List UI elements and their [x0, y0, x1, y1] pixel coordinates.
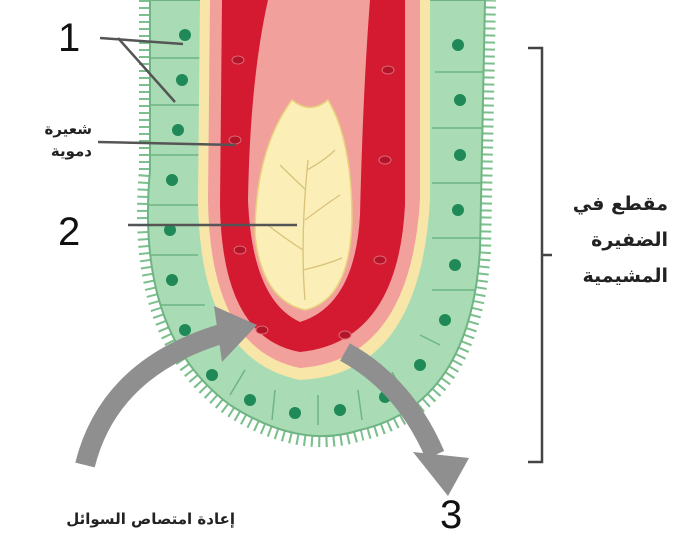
- section-bracket: [528, 48, 552, 462]
- label-number-1: 1: [58, 18, 80, 58]
- capillary-septum: [298, 0, 330, 100]
- capillary-label-line1: شعيرة: [20, 118, 92, 140]
- label-number-3: 3: [440, 495, 462, 535]
- capillary-label: شعيرة دموية: [20, 118, 92, 162]
- capillary-label-line2: دموية: [20, 140, 92, 162]
- section-label-line2: الضفيرة: [556, 222, 668, 258]
- reabsorption-label: إعادة امتصاص السوائل: [10, 508, 235, 530]
- section-label: مقطع في الضفيرة المشيمية: [556, 186, 668, 294]
- section-label-line1: مقطع في: [556, 186, 668, 222]
- section-label-line3: المشيمية: [556, 258, 668, 294]
- label-number-2: 2: [58, 212, 80, 252]
- secretion-arrow-head: [413, 452, 469, 496]
